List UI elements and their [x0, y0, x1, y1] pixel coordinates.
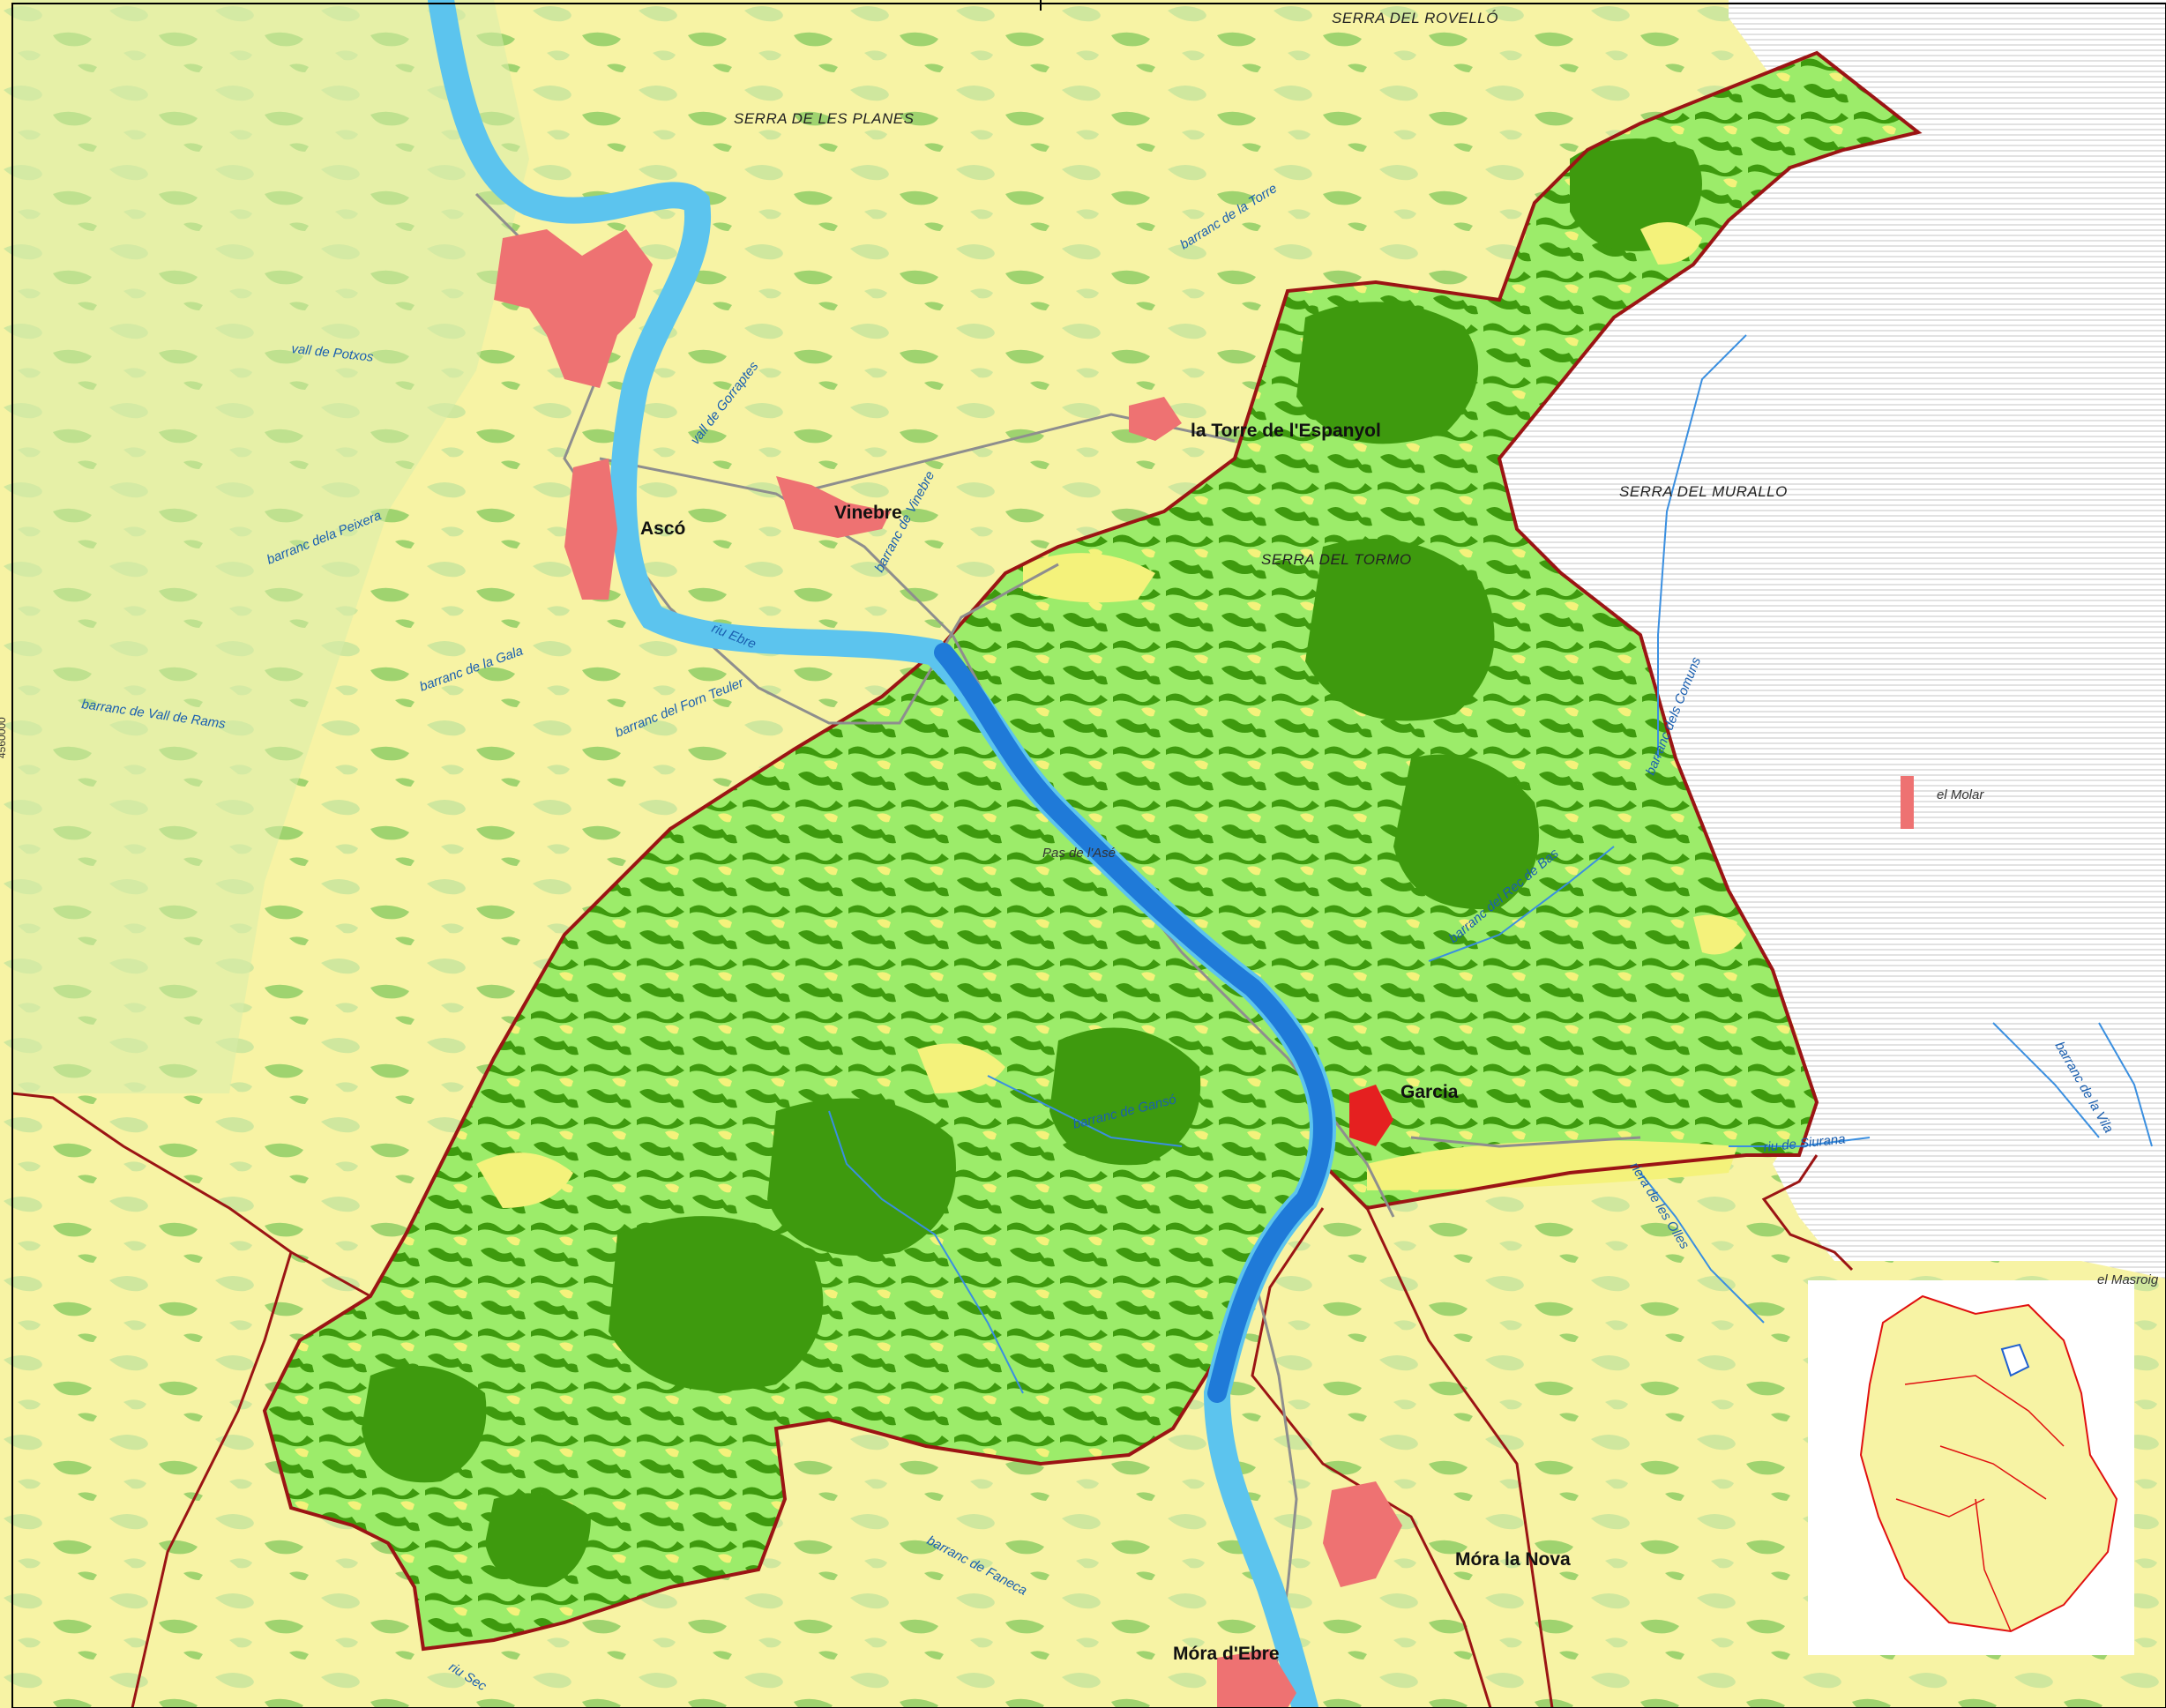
urban-mora-ebre [1217, 1649, 1296, 1708]
label-pas-ase: Pas de l'Asé [1042, 846, 1116, 861]
urban-molar [1901, 776, 1914, 829]
locator-county [1859, 1294, 2118, 1633]
locator-highlight [2000, 1343, 2030, 1377]
locator-internal-lines [1895, 1375, 2065, 1632]
urban-asco [564, 459, 617, 600]
label-serra-murallo: SERRA DEL MURALLO [1619, 483, 1788, 500]
label-asco: Ascó [640, 518, 685, 539]
label-el-molar: el Molar [1937, 787, 1984, 802]
municipality-boundary [262, 50, 1923, 1652]
ebre-river-core [934, 643, 1333, 1403]
edge-coordinate-label: 4560000 [0, 717, 8, 758]
urban-asco-north [494, 229, 653, 388]
locator-inset [1808, 1280, 2134, 1655]
label-mora-nova: Móra la Nova [1455, 1549, 1571, 1570]
label-garcia: Garcia [1400, 1082, 1459, 1102]
urban-areas [494, 229, 1914, 1708]
label-serra-rovello: SERRA DEL ROVELLÓ [1332, 10, 1498, 26]
label-el-masroig: el Masroig [2097, 1272, 2159, 1287]
label-mora-ebre: Móra d'Ebre [1173, 1644, 1280, 1664]
label-serra-tormo: SERRA DEL TORMO [1261, 551, 1412, 568]
label-vinebre: Vinebre [834, 503, 902, 523]
urban-mora-nova [1323, 1481, 1402, 1587]
label-serra-planes: SERRA DE LES PLANES [734, 110, 915, 127]
urban-vinebre [776, 476, 891, 538]
municipal-boundaries [11, 1092, 1854, 1708]
streams [828, 334, 2153, 1394]
map-frame [11, 3, 2166, 1708]
urban-garcia [1349, 1085, 1393, 1146]
urban-torre [1129, 397, 1182, 441]
neighbour-municipality-hatch [1464, 0, 2166, 1279]
western-agricultural-zone [12, 0, 529, 1093]
label-torre: la Torre de l'Espanyol [1191, 421, 1381, 441]
